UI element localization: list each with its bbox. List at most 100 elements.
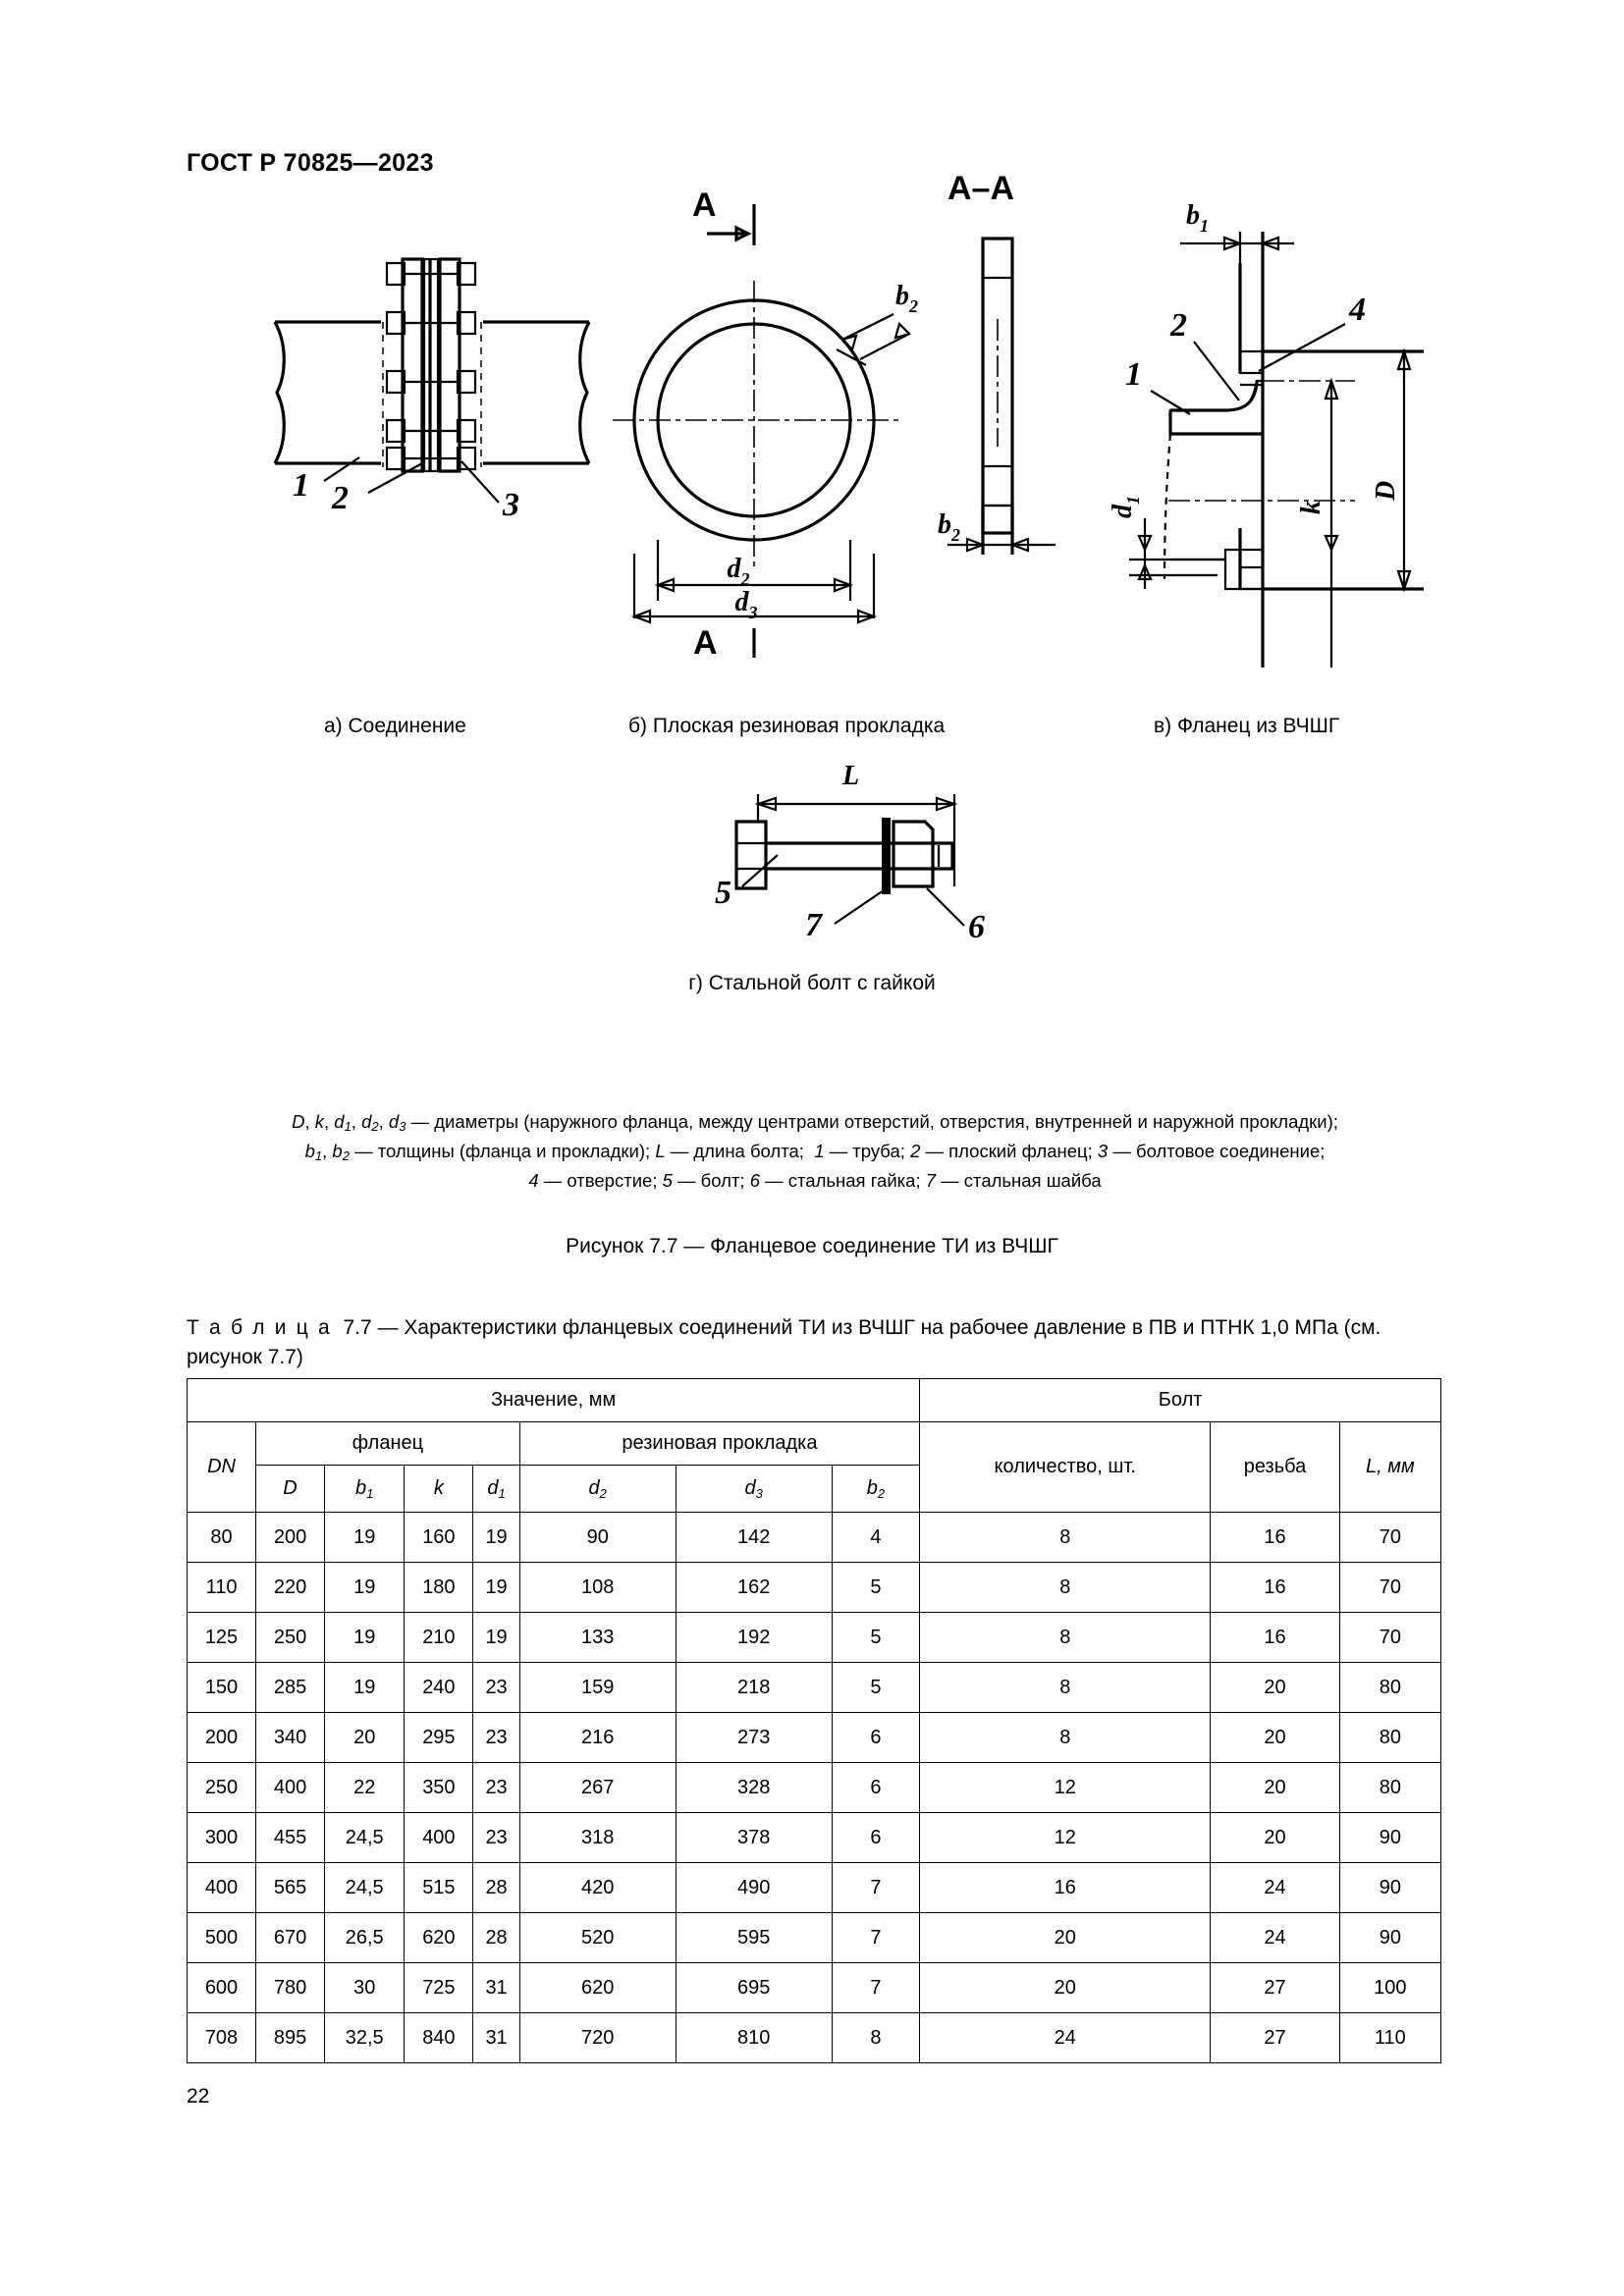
- legend-line-3: 4 — отверстие; 5 — болт; 6 — стальная га…: [528, 1170, 1102, 1192]
- cell-d2: 267: [518, 1762, 677, 1813]
- cell-d2: 159: [518, 1662, 677, 1713]
- table-caption-text: — Характеристики фланцевых соединений ТИ…: [187, 1316, 1381, 1368]
- cell-d1: 28: [472, 1862, 520, 1913]
- cell-dn: 250: [186, 1762, 257, 1813]
- cell-d1: 28: [472, 1912, 520, 1963]
- callout-7: 7: [805, 907, 824, 943]
- cell-d3: 192: [675, 1612, 833, 1663]
- drawing-section-aa: A–A b2: [938, 152, 1134, 614]
- cell-D: 250: [255, 1612, 326, 1663]
- cell-d1: 23: [472, 1712, 520, 1763]
- header-bolt-group: Болт: [919, 1378, 1441, 1422]
- dim-label-b1: b1: [1186, 200, 1209, 236]
- cell-thread: 16: [1210, 1612, 1340, 1663]
- cell-d2: 318: [518, 1812, 677, 1863]
- cell-b2: 7: [831, 1962, 921, 2013]
- cell-b1: 20: [324, 1712, 406, 1763]
- figure-title: Рисунок 7.7 — Фланцевое соединение ТИ из…: [566, 1235, 1058, 1257]
- cell-d3: 490: [675, 1862, 833, 1913]
- cell-b1: 24,5: [324, 1812, 406, 1863]
- section-mark-a-top: A: [692, 187, 717, 224]
- cell-d1: 19: [472, 1512, 520, 1563]
- cell-D: 340: [255, 1712, 326, 1763]
- dim-label-k: k: [1296, 501, 1326, 514]
- cell-D: 565: [255, 1862, 326, 1913]
- cell-thread: 20: [1210, 1812, 1340, 1863]
- table-caption-label: Т а б л и ц а: [187, 1316, 332, 1339]
- cell-b1: 19: [324, 1612, 406, 1663]
- cell-k: 240: [404, 1662, 474, 1713]
- drawing-flange: b1: [1108, 177, 1473, 687]
- dim-label-D: D: [1371, 481, 1401, 502]
- cell-d3: 162: [675, 1562, 833, 1613]
- cell-D: 895: [255, 2012, 326, 2063]
- header-dn: DN: [186, 1421, 257, 1513]
- cell-D: 400: [255, 1762, 326, 1813]
- cell-d1: 31: [472, 1962, 520, 2013]
- header-length: L, мм: [1338, 1421, 1442, 1513]
- cell-L: 90: [1338, 1912, 1442, 1963]
- header-gasket-group: резиновая прокладка: [518, 1421, 921, 1466]
- header-col-D: D: [255, 1465, 326, 1513]
- caption-a: а) Соединение: [324, 715, 466, 737]
- cell-d2: 133: [518, 1612, 677, 1663]
- cell-d1: 23: [472, 1662, 520, 1713]
- cell-b2: 7: [831, 1912, 921, 1963]
- cell-thread: 27: [1210, 2012, 1340, 2063]
- cell-thread: 24: [1210, 1912, 1340, 1963]
- legend-line-2: b1, b2 — толщины (фланца и прокладки); L…: [304, 1141, 1326, 1164]
- cell-d3: 595: [675, 1912, 833, 1963]
- cell-d3: 142: [675, 1512, 833, 1563]
- table-header-row-sub: DN фланец резиновая прокладка количество…: [186, 1421, 1442, 1513]
- cell-d2: 108: [518, 1562, 677, 1613]
- cell-D: 200: [255, 1512, 326, 1563]
- header-quantity: количество, шт.: [919, 1421, 1212, 1513]
- caption-b: б) Плоская резиновая прокладка: [628, 715, 946, 737]
- dim-label-d1: d1: [1108, 496, 1143, 518]
- callout-2: 2: [331, 480, 349, 516]
- cell-k: 295: [404, 1712, 474, 1763]
- cell-qty: 8: [919, 1712, 1212, 1763]
- cell-d3: 695: [675, 1962, 833, 2013]
- section-view-label: A–A: [947, 170, 1014, 207]
- cell-b2: 7: [831, 1862, 921, 1913]
- cell-L: 100: [1338, 1962, 1442, 2013]
- cell-D: 780: [255, 1962, 326, 2013]
- cell-d1: 23: [472, 1762, 520, 1813]
- header-col-d2: d2: [518, 1465, 677, 1513]
- cell-d2: 720: [518, 2012, 677, 2063]
- cell-thread: 20: [1210, 1762, 1340, 1813]
- dim-label-d3: d3: [735, 587, 758, 622]
- cell-b2: 5: [831, 1662, 921, 1713]
- table-caption-number: 7.7: [343, 1316, 372, 1339]
- cell-b1: 26,5: [324, 1912, 406, 1963]
- callout-5: 5: [715, 875, 731, 911]
- cell-thread: 16: [1210, 1562, 1340, 1613]
- legend-line-1: D, k, d1, d2, d3 — диаметры (наружного ф…: [292, 1111, 1338, 1134]
- callout-4: 4: [1348, 292, 1366, 328]
- cell-d1: 19: [472, 1562, 520, 1613]
- cell-b1: 24,5: [324, 1862, 406, 1913]
- cell-b2: 5: [831, 1562, 921, 1613]
- cell-d2: 620: [518, 1962, 677, 2013]
- cell-k: 620: [404, 1912, 474, 1963]
- header-thread: резьба: [1210, 1421, 1340, 1513]
- cell-k: 725: [404, 1962, 474, 2013]
- cell-D: 285: [255, 1662, 326, 1713]
- cell-qty: 16: [919, 1862, 1212, 1913]
- cell-d3: 273: [675, 1712, 833, 1763]
- cell-d3: 328: [675, 1762, 833, 1813]
- cell-k: 400: [404, 1812, 474, 1863]
- cell-b1: 22: [324, 1762, 406, 1813]
- cell-b2: 6: [831, 1812, 921, 1863]
- cell-b2: 6: [831, 1762, 921, 1813]
- header-col-k: k: [404, 1465, 474, 1513]
- cell-D: 670: [255, 1912, 326, 1963]
- cell-qty: 20: [919, 1962, 1212, 2013]
- dim-label-b2-ring: b2: [895, 281, 918, 316]
